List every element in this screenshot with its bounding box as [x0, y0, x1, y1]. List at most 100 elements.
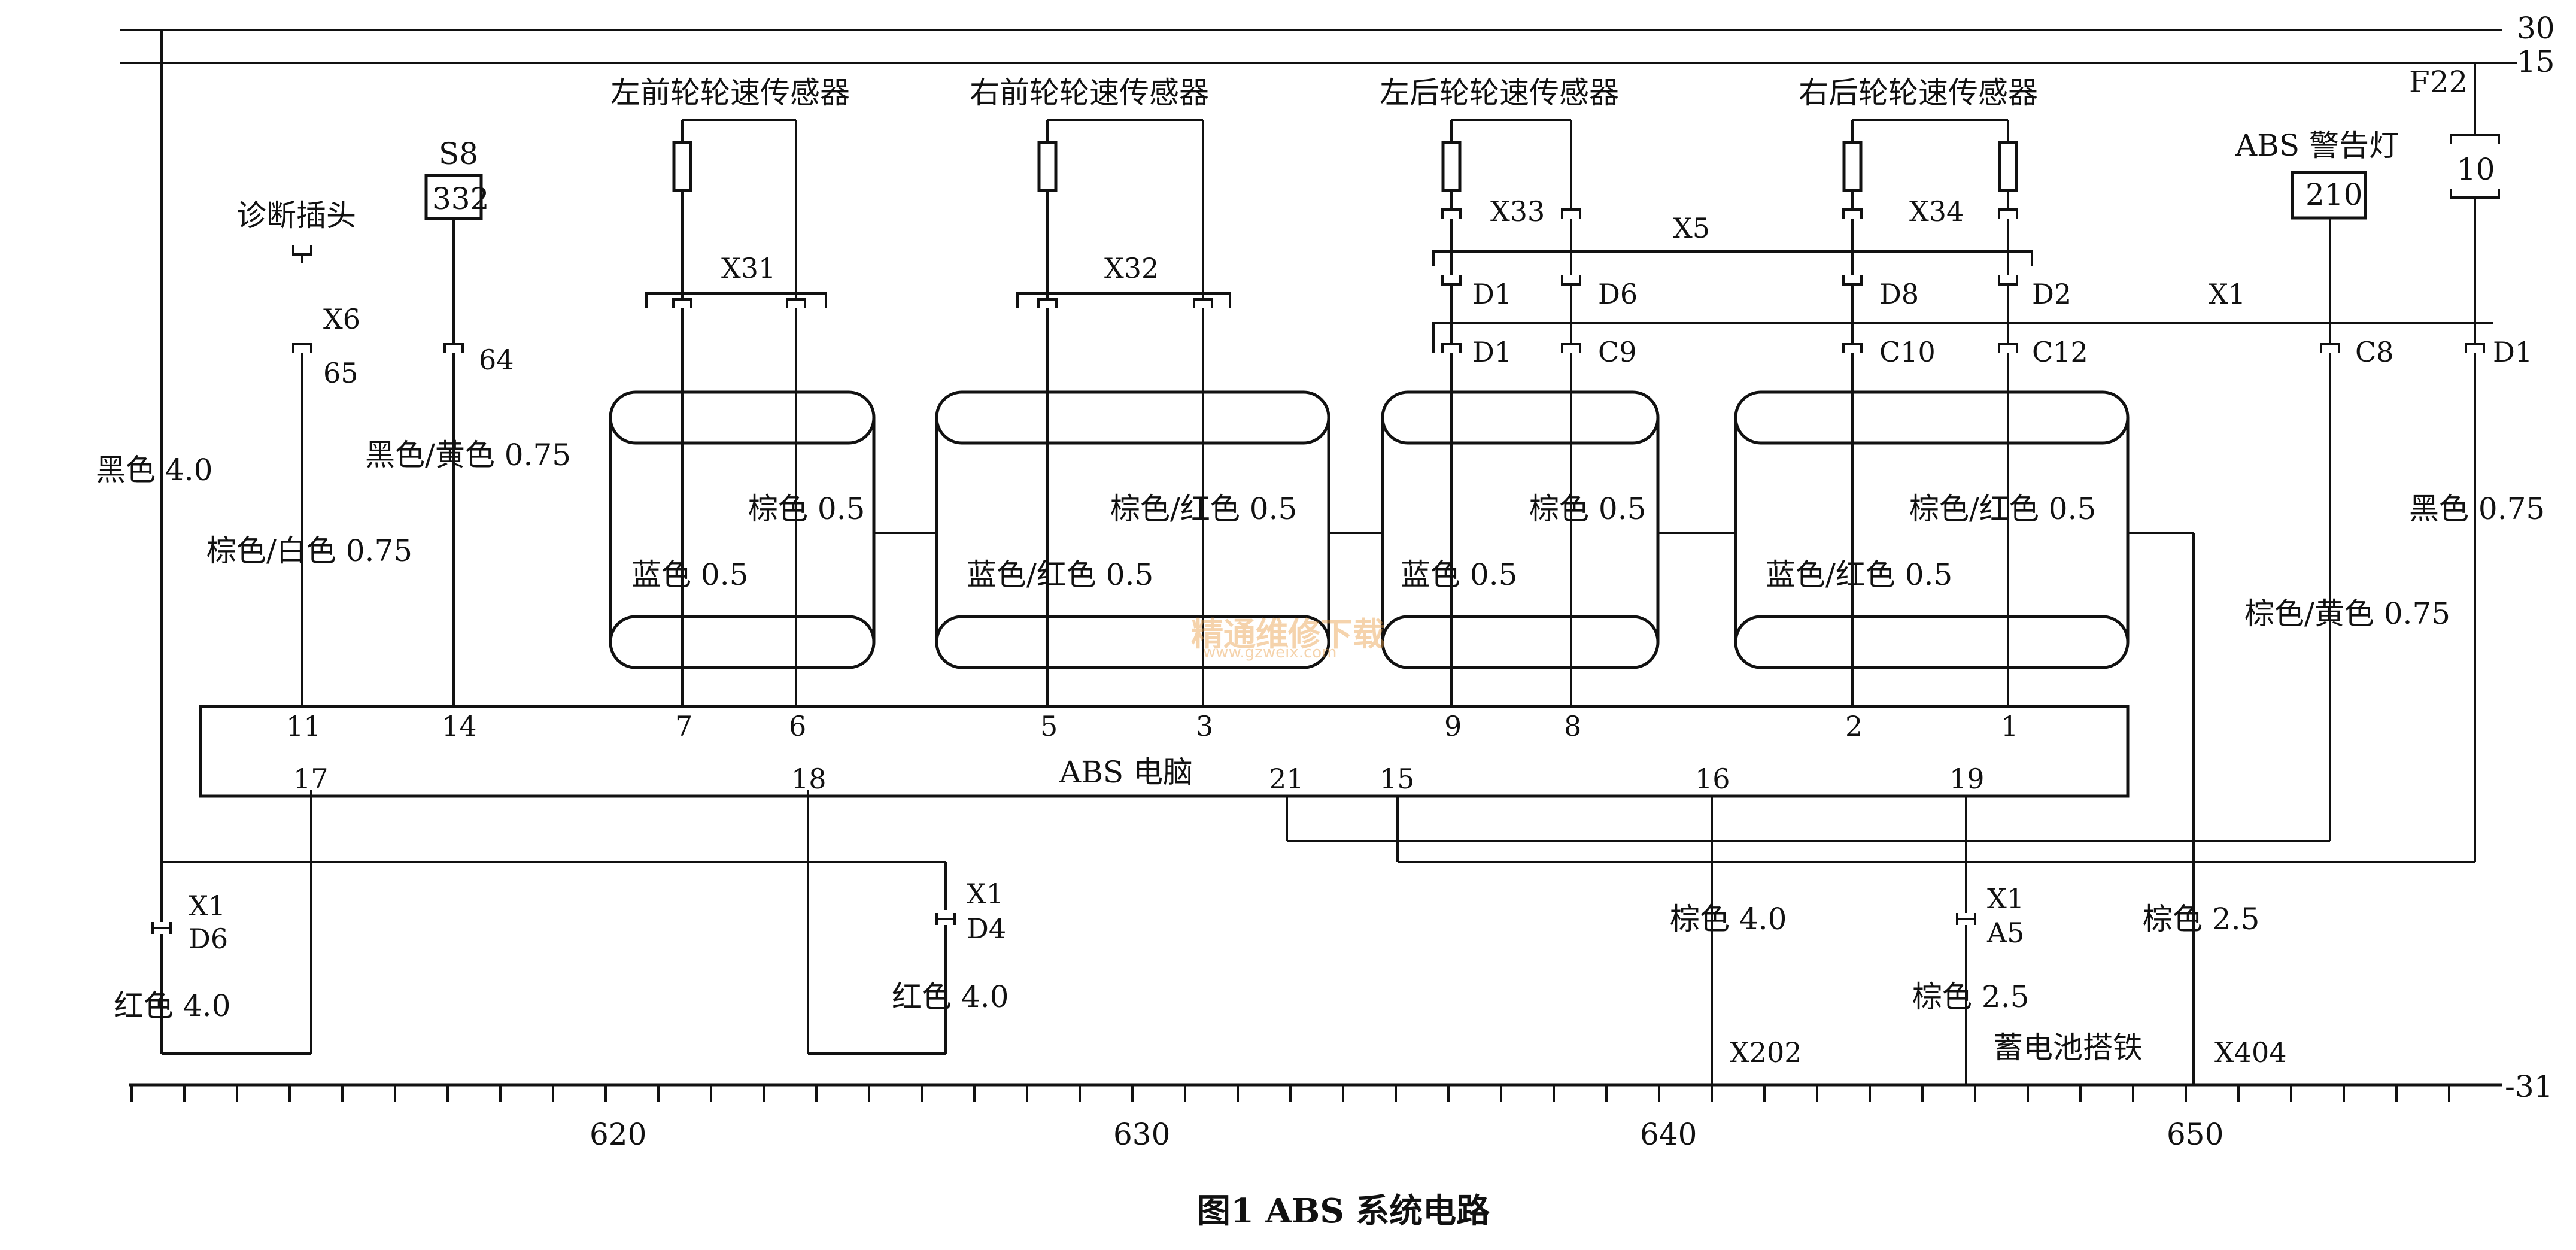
pin65-label: 65 [323, 357, 359, 389]
x1-d6-label-a: X1 [189, 890, 226, 922]
c12-label: C12 [2032, 336, 2088, 368]
path [672, 298, 806, 308]
lf-shield-top [609, 390, 876, 445]
path [1441, 275, 2018, 286]
scale-ticks [130, 1085, 2450, 1102]
wire-label-lf-blue: 蓝色 0.5 [631, 557, 749, 592]
x32-bracket [1016, 292, 1231, 308]
wire-label-lr-brown: 棕色 0.5 [1529, 491, 1647, 526]
rf-sensor-resistor [1037, 141, 1058, 192]
scale-640: 640 [1640, 1117, 1697, 1152]
connector-x6 [292, 343, 312, 353]
wire-label-rr-bluered: 蓝色/红色 0.5 [1766, 557, 1953, 592]
wire-label-brown25-x404: 棕色 2.5 [2143, 902, 2260, 936]
x32-label: X32 [1104, 252, 1159, 284]
rr-shield-top [1734, 390, 2130, 445]
connector-64 [443, 343, 464, 353]
c10-label: C10 [1879, 336, 1936, 368]
watermark-text: 精通维修下载 [1191, 615, 1385, 653]
x404-label: X404 [2214, 1036, 2287, 1069]
d2-label: D2 [2032, 278, 2072, 310]
lr-shield-top [1381, 390, 1660, 445]
d8-label: D8 [1879, 278, 1919, 310]
pin-16: 16 [1695, 763, 1730, 795]
rr-sensor-resistor-2 [1998, 141, 2018, 192]
scale-620: 620 [590, 1117, 647, 1152]
c9-label: C9 [1598, 336, 1637, 368]
bus-15-label: 15 [2517, 44, 2555, 79]
d1-label-b: D1 [1472, 336, 1512, 368]
x5-label: X5 [1673, 212, 1711, 244]
lf-sensor-resistor [672, 141, 692, 192]
wire-label-brown40: 棕色 4.0 [1670, 902, 1787, 936]
battery-ground-label: 蓄电池搭铁 [1993, 1030, 2143, 1065]
pin-21: 21 [1269, 763, 1304, 795]
wire-label-rf-brownred: 棕色/红色 0.5 [1110, 491, 1298, 526]
pin-9: 9 [1444, 710, 1462, 742]
x31-bracket [645, 292, 827, 308]
rf-shield-bottom [935, 615, 1330, 669]
pin-8: 8 [1564, 710, 1582, 742]
abs-ecu-label: ABS 电脑 [1059, 755, 1193, 790]
connector-x1-a5 [1956, 913, 1976, 925]
x202-label: X202 [1730, 1036, 1802, 1069]
x1-a5-label-b: A5 [1987, 917, 2025, 949]
x1-bracket [1432, 322, 2493, 353]
x34-connector [1842, 208, 2018, 219]
rr-sensor-resistor-1 [1842, 141, 1863, 192]
warn-box-label: 210 [2305, 177, 2363, 212]
x33-connector [1441, 208, 1581, 219]
pin64-label: 64 [479, 344, 514, 376]
f22-label: F22 [2409, 65, 2468, 99]
rf-shield-top [935, 390, 1330, 445]
s8-label: S8 [439, 136, 479, 171]
x1-a5-label-a: X1 [1987, 882, 2025, 915]
fuse-value: 10 [2457, 152, 2495, 187]
pin-6: 6 [789, 710, 807, 742]
pin-18: 18 [791, 763, 827, 795]
pin-19: 19 [1949, 763, 1985, 795]
diag-plug-label: 诊断插头 [236, 198, 356, 233]
d1-label-a: D1 [1472, 278, 1512, 310]
pin-14: 14 [442, 710, 477, 742]
wire-label-rr-brownred: 棕色/红色 0.5 [1909, 491, 2097, 526]
path [1037, 298, 1213, 308]
lf-sensor-title: 左前轮轮速传感器 [610, 75, 850, 110]
pin-17: 17 [293, 763, 329, 795]
x31-label: X31 [721, 252, 776, 284]
x1-d4-label-b: D4 [967, 912, 1007, 945]
lf-shield-bottom [609, 615, 876, 669]
lr-sensor-title: 左后轮轮速传感器 [1380, 75, 1619, 110]
pin-1: 1 [2001, 710, 2019, 742]
pin-7: 7 [675, 710, 693, 742]
wire-label-lr-blue: 蓝色 0.5 [1401, 557, 1518, 592]
figure-caption: 图1 ABS 系统电路 [1197, 1191, 1490, 1231]
pin-15: 15 [1380, 763, 1415, 795]
x1-d4-label-a: X1 [967, 878, 1004, 910]
wire-label-black075: 黑色 0.75 [2409, 491, 2545, 526]
connector-x1-d4 [935, 913, 956, 925]
scale-630: 630 [1113, 1117, 1171, 1152]
wire-label-red40-left: 红色 4.0 [114, 988, 231, 1023]
abs-ecu-box [199, 705, 2130, 798]
pin-2: 2 [1845, 710, 1863, 742]
pin-11: 11 [286, 710, 321, 742]
lr-shield-bottom [1381, 615, 1660, 669]
wire-label-rf-bluered: 蓝色/红色 0.5 [967, 557, 1154, 592]
s8-box-label: 332 [432, 181, 490, 216]
path [1441, 343, 2485, 353]
scale-650: 650 [2167, 1117, 2224, 1152]
d6-label-a: D6 [1598, 278, 1638, 310]
wire-label-black40: 黑色 4.0 [96, 453, 213, 487]
warn-lamp-label: ABS 警告灯 [2235, 128, 2399, 163]
x5-bracket [1432, 250, 2033, 266]
bus-30-label: 30 [2517, 11, 2555, 45]
bus-31-label: -31 [2505, 1069, 2553, 1104]
x6-label: X6 [323, 303, 361, 335]
wire-label-brown-yellow: 棕色/黄色 0.75 [2244, 596, 2451, 631]
lr-sensor-resistor [1441, 141, 1462, 192]
fuse-top [2450, 134, 2500, 144]
rr-shield-bottom [1734, 615, 2130, 669]
